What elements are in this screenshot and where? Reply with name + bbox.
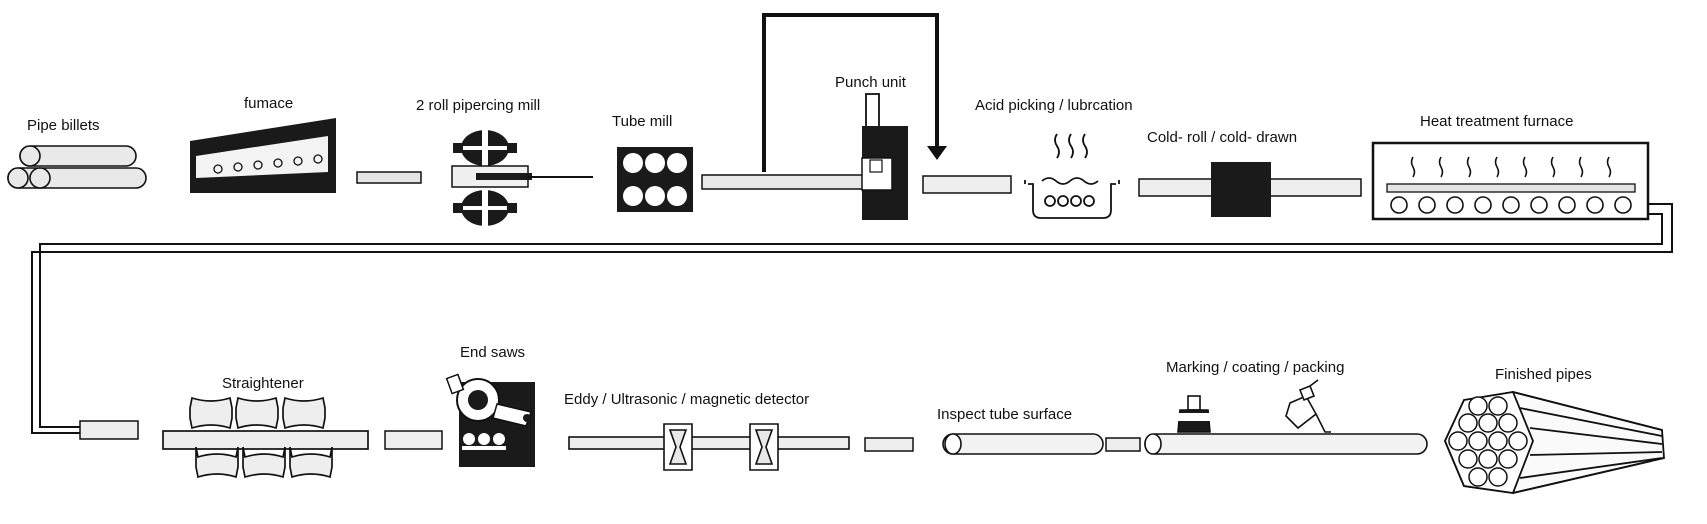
label-acid-pickling: Acid picking / lubrcation bbox=[975, 97, 1133, 114]
heat-treatment-furnace-icon bbox=[1371, 141, 1650, 221]
finished-pipes-icon bbox=[1444, 390, 1665, 494]
punched-bar bbox=[922, 175, 1012, 194]
tube-mill-icon bbox=[617, 147, 693, 212]
label-punch-unit: Punch unit bbox=[835, 74, 906, 91]
bar-segment bbox=[1105, 437, 1141, 452]
label-marking: Marking / coating / packing bbox=[1166, 359, 1345, 376]
label-piercing-mill: 2 roll pipercing mill bbox=[416, 97, 541, 114]
label-furnace: fumace bbox=[244, 95, 294, 112]
bar-segment bbox=[864, 437, 914, 452]
connector-line bbox=[31, 203, 1673, 434]
arrow-down-icon bbox=[927, 146, 947, 160]
label-end-saws: End saws bbox=[460, 344, 526, 361]
label-inspect: Inspect tube surface bbox=[937, 406, 1073, 423]
billet-bar bbox=[356, 171, 422, 184]
inspect-tube-icon bbox=[942, 433, 1104, 455]
return-loop-line bbox=[762, 13, 939, 172]
bar-segment bbox=[79, 420, 139, 440]
label-tube-mill: Tube mill bbox=[612, 113, 673, 130]
label-straightener: Straightener bbox=[222, 375, 304, 392]
punch-unit-icon bbox=[861, 93, 908, 220]
pipe-billets-icon bbox=[7, 145, 147, 189]
bar-segment bbox=[384, 430, 443, 450]
cold-roll-icon bbox=[1138, 162, 1362, 217]
label-pipe-billets: Pipe billets bbox=[27, 117, 100, 134]
acid-tank-icon bbox=[1024, 133, 1120, 219]
end-saw-icon bbox=[445, 373, 535, 467]
detector-icon bbox=[568, 423, 850, 471]
label-heat-treatment: Heat treatment furnace bbox=[1420, 113, 1574, 130]
straightener-icon bbox=[162, 396, 369, 479]
label-cold-roll: Cold- roll / cold- drawn bbox=[1147, 129, 1298, 146]
label-finished: Finished pipes bbox=[1495, 366, 1592, 383]
tube-bar bbox=[701, 174, 879, 190]
furnace-icon bbox=[190, 118, 336, 193]
marking-icon bbox=[1144, 379, 1428, 455]
label-detector: Eddy / Ultrasonic / magnetic detector bbox=[564, 391, 810, 408]
piercing-mill-icon bbox=[451, 130, 593, 226]
